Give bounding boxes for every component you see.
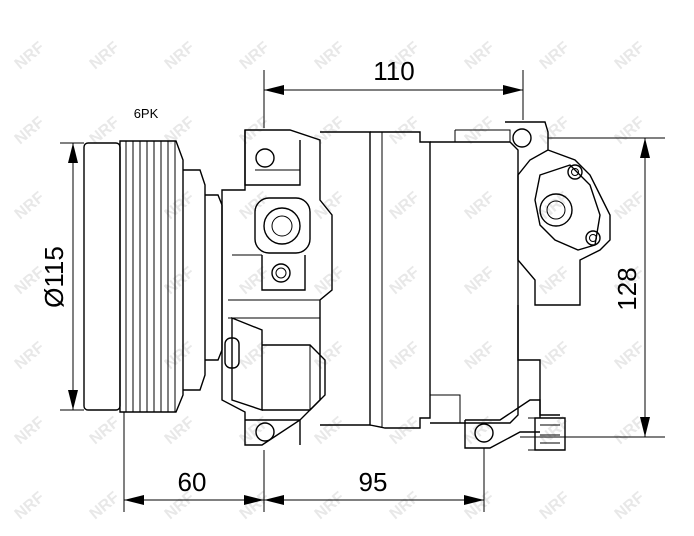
watermark-logo: NRF (537, 114, 573, 148)
dimension-height: 128 (612, 267, 642, 310)
watermark-logo: NRF (87, 39, 123, 73)
watermark-logo: NRF (237, 264, 273, 298)
watermark-logo: NRF (612, 114, 648, 148)
watermark-logo: NRF (612, 189, 648, 223)
watermark-logo: NRF (387, 414, 423, 448)
pulley (83, 140, 223, 413)
watermark-logo: NRF (462, 39, 498, 73)
dimension-mount-spacing: 95 (359, 467, 388, 497)
watermark-logo: NRF (12, 339, 48, 373)
dimension-top-width: 110 (373, 56, 414, 86)
watermark-logo: NRF (237, 114, 273, 148)
watermark-logo: NRF (537, 39, 573, 73)
watermark-logo: NRF (12, 414, 48, 448)
front-housing (221, 129, 333, 446)
rear-head (464, 121, 611, 451)
watermark-logo: NRF (12, 189, 48, 223)
watermark-logo: NRF (162, 39, 198, 73)
watermark-logo: NRF (312, 114, 348, 148)
watermark-logo: NRF (12, 489, 48, 523)
watermark-logo: NRF (537, 489, 573, 523)
watermark-logo: NRF (462, 339, 498, 373)
watermark-logo: NRF (312, 414, 348, 448)
watermark-logo: NRF (12, 39, 48, 73)
watermark-logo: NRF (537, 264, 573, 298)
watermark-logo: NRF (387, 189, 423, 223)
watermark-logo: NRF (387, 114, 423, 148)
dimension-lines (60, 70, 665, 512)
watermark-logo: NRF (162, 189, 198, 223)
watermark-logo: NRF (462, 189, 498, 223)
watermark-logo: NRF (237, 414, 273, 448)
watermark-logo: NRF (612, 39, 648, 73)
watermark-logo: NRF (612, 339, 648, 373)
cylinder-body (320, 129, 519, 429)
watermark-logo: NRF (162, 414, 198, 448)
watermark-logo: NRF (612, 489, 648, 523)
watermark-logo: NRF (162, 114, 198, 148)
watermark-logo: NRF (462, 489, 498, 523)
watermark-logo: NRF (87, 414, 123, 448)
watermark-logo: NRF (462, 264, 498, 298)
watermark-logo: NRF (387, 489, 423, 523)
watermark-logo: NRF (237, 489, 273, 523)
watermark-logo: NRF (162, 264, 198, 298)
watermark-logo: NRF (12, 114, 48, 148)
watermark-logo: NRF (537, 339, 573, 373)
watermark-logo: NRF (312, 264, 348, 298)
watermark-logo: NRF (462, 114, 498, 148)
dimension-pulley-offset: 60 (178, 467, 207, 497)
watermark-logo: NRF (387, 264, 423, 298)
watermark-logo: NRF (87, 489, 123, 523)
watermark-logo: NRF (387, 339, 423, 373)
belt-type-label: 6PK (134, 106, 159, 121)
watermark-logo: NRF (312, 189, 348, 223)
watermark-logo: NRF (162, 339, 198, 373)
dimension-diameter: Ø115 (39, 246, 69, 308)
watermark-logo: NRF (237, 339, 273, 373)
watermark-logo: NRF (312, 339, 348, 373)
watermark-logo: NRF (237, 39, 273, 73)
watermark-logo: NRF (312, 39, 348, 73)
watermark-logo: NRF (312, 489, 348, 523)
